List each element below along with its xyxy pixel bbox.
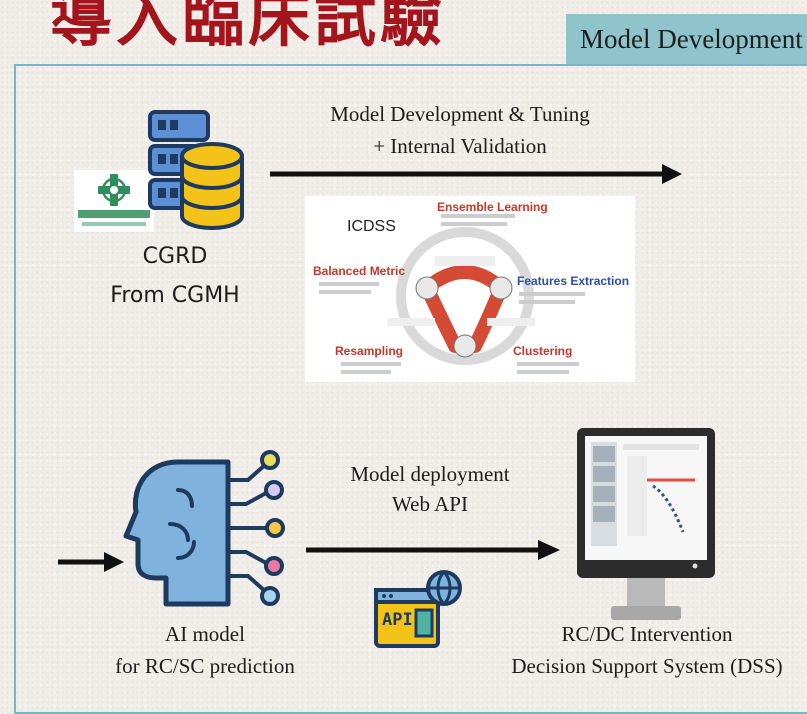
icdss-clustering: Clustering xyxy=(513,344,573,358)
deployment-arrow xyxy=(306,538,566,562)
dss-label-line2: Decision Support System (DSS) xyxy=(511,654,783,678)
source-label-line2: From CGMH xyxy=(110,283,240,308)
development-arrow xyxy=(270,162,690,186)
hospital-logo xyxy=(74,170,154,232)
development-label-line2: + Internal Validation xyxy=(373,134,547,158)
deployment-label-line2: Web API xyxy=(392,492,468,516)
section-tag: Model Development xyxy=(566,14,807,64)
icdss-figure: ICDSS Ensemble Learning Balanced Metric … xyxy=(305,196,635,382)
icdss-name: ICDSS xyxy=(347,218,396,235)
icdss-ensemble: Ensemble Learning xyxy=(437,200,548,214)
icdss-balanced: Balanced Metric xyxy=(313,264,406,278)
page-title: 導入臨床試驗 xyxy=(50,0,447,55)
deployment-label-line1: Model deployment xyxy=(350,462,510,486)
ai-label-line2: for RC/SC prediction xyxy=(115,654,295,678)
api-icon-text: API xyxy=(382,610,413,630)
api-icon: API xyxy=(370,566,466,652)
dss-monitor xyxy=(577,426,715,622)
source-label-line1: CGRD xyxy=(142,244,208,269)
icdss-features: Features Extraction xyxy=(517,274,630,288)
ai-head-icon xyxy=(118,440,288,620)
development-label-line1: Model Development & Tuning xyxy=(330,102,590,126)
server-database-icon xyxy=(140,108,250,238)
ai-label-line1: AI model xyxy=(165,622,245,646)
icdss-resampling: Resampling xyxy=(335,344,404,358)
input-arrow xyxy=(58,550,128,574)
dss-label-line1: RC/DC Intervention xyxy=(561,622,733,646)
